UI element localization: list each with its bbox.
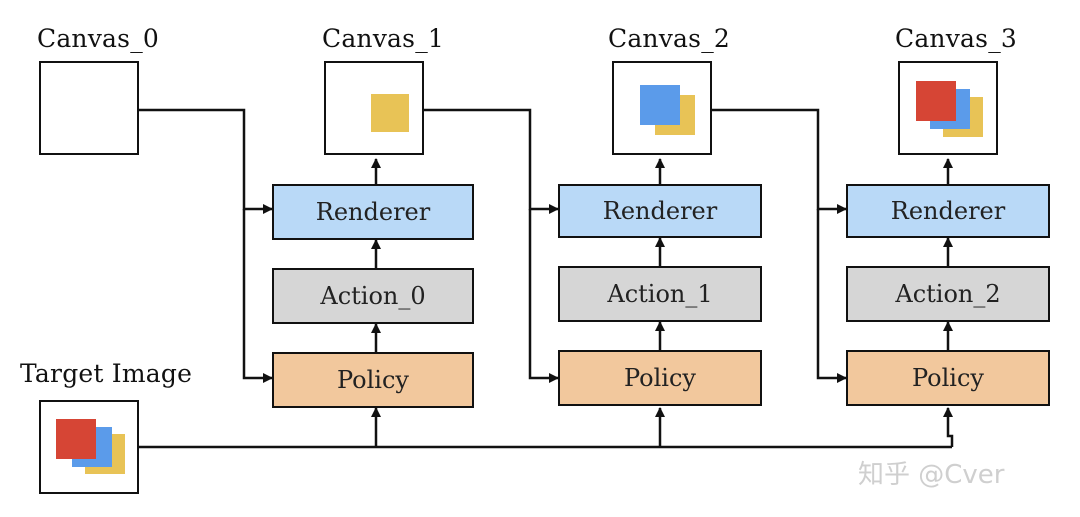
red-stroke-square	[916, 81, 956, 121]
canvas-0-label: Canvas_0	[37, 24, 159, 53]
red-stroke-square	[56, 419, 96, 459]
policy-block-1: Policy	[272, 352, 474, 408]
arrow-canvas0-to-policy1	[242, 209, 273, 383]
canvas-1-label: Canvas_1	[322, 24, 444, 53]
canvas-0-box	[39, 61, 139, 155]
renderer-block-1: Renderer	[272, 184, 474, 240]
arrow-canvas1-to-policy2	[528, 209, 559, 383]
arrow-canvas2-to-renderer3	[712, 108, 847, 214]
canvas-2-label: Canvas_2	[608, 24, 730, 53]
canvas-1-box	[324, 61, 424, 155]
arrow-canvas1-to-renderer2	[424, 108, 559, 214]
arrow-canvas2-to-policy3	[816, 209, 847, 383]
target-image-label: Target Image	[20, 359, 193, 388]
action-block-2: Action_2	[846, 266, 1050, 322]
policy-block-3: Policy	[846, 350, 1050, 406]
action-block-1: Action_1	[558, 266, 762, 322]
arrow-target-to-policy3	[943, 407, 954, 447]
renderer-block-3: Renderer	[846, 184, 1050, 238]
arrow-canvas0-to-renderer1	[139, 108, 273, 214]
yellow-stroke-square	[371, 94, 409, 132]
canvas-3-box	[898, 61, 998, 155]
target-image-box	[39, 400, 139, 494]
blue-stroke-square	[640, 85, 680, 125]
policy-block-2: Policy	[558, 350, 762, 406]
action-block-0: Action_0	[272, 268, 474, 324]
canvas-2-box	[612, 61, 712, 155]
canvas-3-label: Canvas_3	[895, 24, 1017, 53]
watermark-text: 知乎 @Cver	[858, 460, 1005, 490]
renderer-block-2: Renderer	[558, 184, 762, 238]
